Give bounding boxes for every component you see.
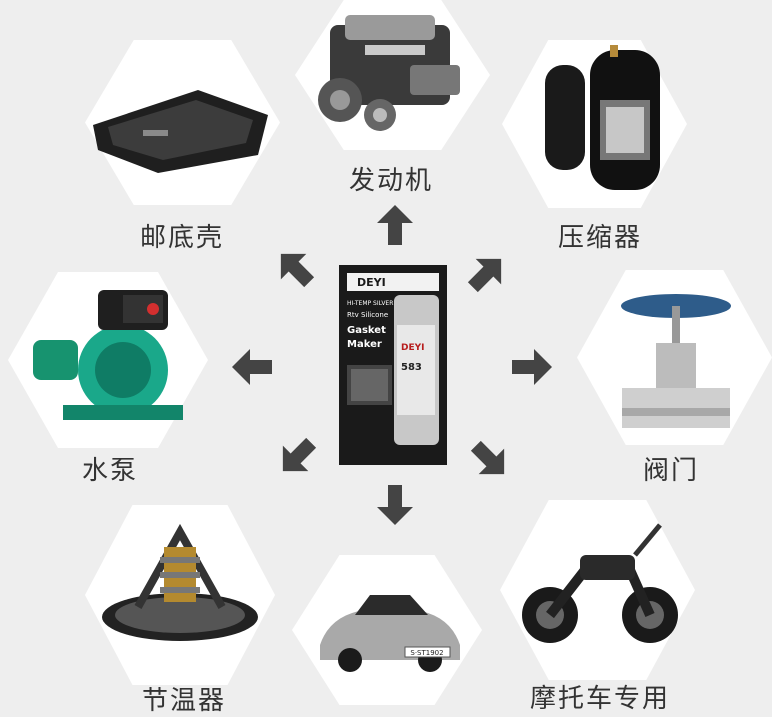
product-line-1: HI-TEMP SILVER xyxy=(347,300,393,307)
arrow-down-left-icon xyxy=(282,437,317,472)
license-plate: S·ST1902 xyxy=(410,649,443,657)
label-engine: 发动机 xyxy=(349,166,434,196)
arrow-down-icon xyxy=(377,485,413,525)
model-number: 583 xyxy=(401,362,422,373)
valve-icon xyxy=(621,294,731,428)
arrow-left-icon xyxy=(232,349,272,385)
water-pump-icon xyxy=(33,290,183,420)
label-valve: 阀门 xyxy=(643,456,700,486)
label-motorcycle: 摩托车专用 xyxy=(530,684,671,714)
sports-car-icon: S·ST1902 xyxy=(320,595,460,672)
arrow-up-left-icon xyxy=(280,253,315,288)
compressor-icon xyxy=(545,45,660,190)
label-oil-pan: 邮底壳 xyxy=(140,223,225,253)
arrow-down-right-icon xyxy=(470,440,505,475)
motorcycle-icon xyxy=(522,523,678,643)
product-line-4: Maker xyxy=(347,339,382,350)
label-water-pump: 水泵 xyxy=(82,456,139,486)
brand-name: DEYI xyxy=(357,276,386,289)
product-line-3: Gasket xyxy=(347,325,386,336)
oil-pan-icon xyxy=(93,90,268,173)
arrow-right-icon xyxy=(512,349,552,385)
brand-on-tube: DEYI xyxy=(401,343,424,353)
engine-icon xyxy=(318,15,460,131)
label-compressor: 压缩器 xyxy=(558,223,643,253)
arrow-up-right-icon xyxy=(467,258,502,293)
thermostat-icon xyxy=(102,523,258,641)
arrow-up-icon xyxy=(377,205,413,245)
label-thermostat: 节温器 xyxy=(142,686,227,716)
product-line-2: Rtv Silicone xyxy=(347,311,388,319)
sealant-product-card: DEYI DEYI 583 HI-TEMP SILVER Rtv Silicon… xyxy=(339,265,447,465)
